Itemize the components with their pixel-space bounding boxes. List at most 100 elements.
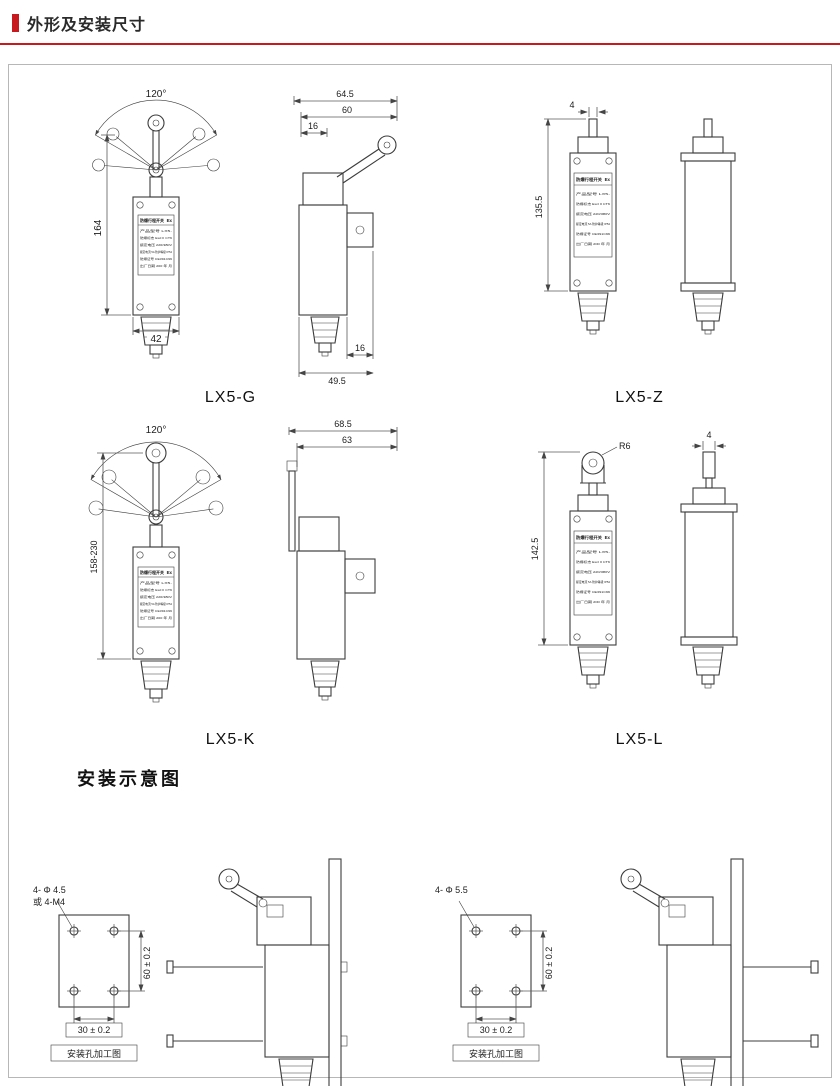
nameplate-line: 防爆标志 Exd II CT6 (140, 235, 172, 240)
header-divider (0, 43, 840, 45)
mount-screw (743, 960, 819, 1048)
dim-angle: 120° (145, 89, 166, 100)
nameplate-line: 出厂日期 200 年 月 (140, 615, 172, 620)
figure-lx5k: 防爆行程开关 Ex 产品型号 LX5- 防爆标志 Exd II CT6 额定电压… (51, 417, 411, 749)
lx5l-drawing: 防爆行程开关 Ex 产品型号 LX5- 防爆标志 Exd II CT6 额定电压… (530, 430, 738, 689)
dim-height: 142.5 (530, 538, 540, 561)
figure-lx5l: 防爆行程开关 Ex 产品型号 LX5- 防爆标志 Exd II CT6 额定电压… (490, 417, 790, 749)
nameplate-line: 防爆标志 Exd II CT6 (576, 559, 610, 564)
hole-spec-line2: 或 4-M4 (33, 896, 65, 907)
dim-top-offset: 16 (307, 121, 317, 131)
lx5l-nameplate: 防爆行程开关 Ex 产品型号 LX5- 防爆标志 Exd II CT6 额定电压… (573, 530, 612, 616)
content-frame: 防爆行程开关 Ex 产品型号 LX5- 防爆标志 Exd II CT6 额定电压… (8, 64, 832, 1086)
nameplate-line: 额定电压 220/380V (140, 594, 172, 599)
dim-inner-width: 63 (341, 435, 351, 445)
nameplate-line: 额定电压 220/380V (140, 242, 172, 247)
dim-height: 164 (93, 219, 104, 236)
model-label-lx5g: LX5-G (204, 389, 257, 406)
lx5k-nameplate: 防爆行程开关 Ex 产品型号 LX5- 防爆标志 Exd II CT6 额定电压… (137, 566, 174, 628)
model-label-lx5z: LX5-Z (615, 389, 664, 406)
lx5g-nameplate: 防爆行程开关 Ex 产品型号 LX5- 防爆标志 Exd II CT6 额定电压… (137, 214, 174, 276)
mount-screw (166, 960, 348, 1048)
back-switch-assembly (620, 858, 819, 1086)
lx5z-side-view (679, 118, 736, 335)
nameplate-line: 防爆证号 CE391C99 (576, 589, 610, 594)
nameplate-line: 产品型号 LX5- (576, 191, 610, 196)
dim-plunger-width: 4 (706, 430, 711, 440)
installation-heading: 安装示意图 (77, 769, 182, 789)
nameplate-title: 防爆行程开关 (140, 569, 165, 576)
nameplate-line: 额定电流 5A 防护等级 IP54 (576, 579, 610, 584)
nameplate-line: 防爆证号 CE391C99 (140, 256, 172, 261)
lx5g-drawing: 防爆行程开关 Ex 产品型号 LX5- 防爆标志 Exd II CT6 额定电压… (91, 89, 398, 385)
lx5k-front-view: 防爆行程开关 Ex 产品型号 LX5- 防爆标志 Exd II CT6 额定电压… (88, 441, 223, 703)
nameplate-line: 额定电流 5A 防护等级 IP54 (140, 601, 172, 606)
back-mount-drawing: 4- Φ 5.5 60 ± 0.2 30 ± 0.2 安装孔加工图 (435, 858, 819, 1086)
lx5l-front-view: 防爆行程开关 Ex 产品型号 LX5- 防爆标志 Exd II CT6 额定电压… (568, 451, 617, 689)
nameplate-title: 防爆行程开关 (140, 217, 165, 224)
hole-spec-line1: 4- Φ 4.5 (33, 885, 66, 895)
dim-overall-width: 68.5 (334, 419, 352, 429)
dim-angle: 120° (145, 425, 166, 436)
nameplate-line: 额定电压 220/380V (576, 569, 610, 574)
lx5k-drawing: 防爆行程开关 Ex 产品型号 LX5- 防爆标志 Exd II CT6 额定电压… (88, 419, 398, 703)
hole-pattern-caption: 安装孔加工图 (67, 1048, 121, 1059)
nameplate-line: 额定电流 5A 防护等级 IP54 (140, 249, 172, 254)
lx5g-dimensions: 120° 164 42 (93, 89, 180, 345)
figure-installation-back: 4- Φ 5.5 60 ± 0.2 30 ± 0.2 安装孔加工图 (419, 797, 823, 1086)
model-label-lx5l: LX5-L (615, 731, 664, 748)
nameplate-line: 额定电流 5A 防护等级 IP54 (576, 221, 610, 226)
page-header: 外形及安装尺寸 (0, 0, 840, 43)
red-accent-bar (12, 14, 19, 32)
front-hole-pattern: 4- Φ 4.5 或 4-M4 60 ± 0.2 30 ± 0.2 安装孔加工图 (33, 885, 152, 1062)
lx5k-dimensions: 120° 158-230 (89, 425, 166, 660)
nameplate-line: 出厂日期 200 年 月 (576, 599, 610, 604)
figure-installation-front: 4- Φ 4.5 或 4-M4 60 ± 0.2 30 ± 0.2 安装孔加工图 (17, 797, 407, 1086)
dim-vertical: 60 ± 0.2 (142, 947, 152, 979)
lx5z-dimensions: 4 135.5 (534, 100, 608, 292)
nameplate-line: 防爆标志 Exd II CT6 (140, 587, 172, 592)
nameplate-title: 防爆行程开关 (576, 534, 603, 541)
nameplate-title: 防爆行程开关 (576, 176, 603, 183)
nameplate-line: 出厂日期 200 年 月 (576, 241, 610, 246)
dim-height-range: 158-230 (89, 540, 99, 573)
nameplate-line: 防爆标志 Exd II CT6 (576, 201, 610, 206)
dim-vertical: 60 ± 0.2 (544, 947, 554, 979)
lx5k-side-view: 68.5 63 (286, 419, 398, 701)
back-hole-pattern: 4- Φ 5.5 60 ± 0.2 30 ± 0.2 安装孔加工图 (435, 885, 554, 1062)
front-mount-drawing: 4- Φ 4.5 或 4-M4 60 ± 0.2 30 ± 0.2 安装孔加工图 (33, 858, 348, 1086)
hole-pattern-caption: 安装孔加工图 (469, 1048, 523, 1059)
nameplate-line: 防爆证号 CE391C99 (576, 231, 610, 236)
nameplate-line: 产品型号 LX5- (140, 228, 172, 233)
model-label-lx5k: LX5-K (205, 731, 256, 748)
lx5g-front-view: 防爆行程开关 Ex 产品型号 LX5- 防爆标志 Exd II CT6 额定电压… (91, 99, 220, 359)
ex-mark-icon: Ex (166, 218, 172, 223)
front-switch-assembly (166, 858, 348, 1086)
lx5z-front-view: 防爆行程开关 Ex 产品型号 LX5- 防爆标志 Exd II CT6 额定电压… (568, 118, 617, 335)
ex-mark-icon: Ex (604, 535, 610, 540)
drawings-row-2: 防爆行程开关 Ex 产品型号 LX5- 防爆标志 Exd II CT6 额定电压… (11, 417, 829, 749)
nameplate-line: 产品型号 LX5- (140, 580, 172, 585)
page-title: 外形及安装尺寸 (27, 17, 147, 34)
dim-base-width: 42 (150, 334, 162, 345)
lx5z-drawing: 防爆行程开关 Ex 产品型号 LX5- 防爆标志 Exd II CT6 额定电压… (534, 100, 736, 335)
dim-depth: 49.5 (328, 376, 346, 385)
ex-mark-icon: Ex (604, 177, 610, 182)
dim-overall-width: 64.5 (336, 89, 354, 99)
nameplate-line: 防爆证号 CE391C99 (140, 608, 172, 613)
dim-horizontal: 30 ± 0.2 (480, 1025, 512, 1035)
figure-lx5z: 防爆行程开关 Ex 产品型号 LX5- 防爆标志 Exd II CT6 额定电压… (490, 85, 790, 407)
dim-bottom-offset: 16 (354, 343, 364, 353)
dim-inner-width: 60 (341, 105, 351, 115)
lx5z-nameplate: 防爆行程开关 Ex 产品型号 LX5- 防爆标志 Exd II CT6 额定电压… (573, 172, 612, 258)
lx5l-dimensions: R6 142.5 (530, 441, 631, 646)
lx5l-side-view: 4 (679, 430, 738, 689)
lx5g-side-view: 64.5 60 16 (292, 89, 398, 385)
nameplate-line: 额定电压 220/380V (576, 211, 610, 216)
ex-mark-icon: Ex (166, 570, 172, 575)
nameplate-line: 产品型号 LX5- (576, 549, 610, 554)
dim-height: 135.5 (534, 196, 544, 219)
drawings-row-1: 防爆行程开关 Ex 产品型号 LX5- 防爆标志 Exd II CT6 额定电压… (11, 85, 829, 407)
dim-roller-radius: R6 (619, 441, 631, 451)
